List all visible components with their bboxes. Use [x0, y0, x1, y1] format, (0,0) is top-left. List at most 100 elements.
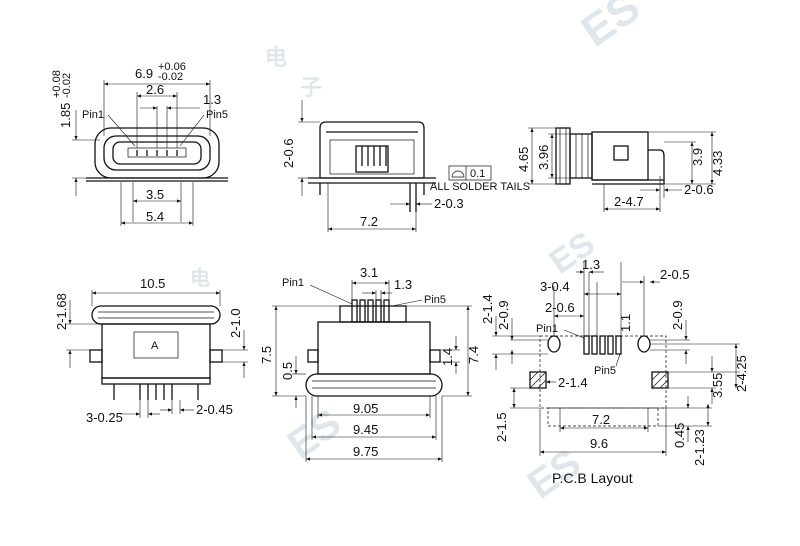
- pcb-left-c: 2-1.5: [494, 412, 509, 442]
- pcb-w-outer: 9.6: [590, 436, 608, 451]
- top-body: [317, 321, 431, 375]
- front-width-tol-lower: -0.02: [158, 71, 183, 83]
- pcb-hole-left: [547, 335, 561, 353]
- side-a-contact-block: [355, 145, 389, 173]
- solder-note: ALL SOLDER TAILS: [430, 181, 530, 193]
- bottom-marker: A: [151, 340, 159, 352]
- bottom-left: 2-1.68: [54, 293, 69, 330]
- side-b-gasket: [555, 127, 571, 185]
- side-b-right-outer: 4.33: [710, 151, 725, 176]
- top-pin5-label: Pin5: [424, 294, 446, 306]
- pcb-layout: 1.3 3-0.4 2-0.6 2-0.5 2-1.4 2-0.9 2-0.9 …: [480, 257, 749, 486]
- front-bottom-outer: 5.4: [146, 209, 164, 224]
- front-height-tol-lower: -0.02: [61, 73, 73, 98]
- front-width: 6.9: [135, 66, 153, 81]
- top-view: 3.1 1.3 Pin1 Pin5 7.5 0.5 7.4 1.4: [259, 265, 481, 462]
- watermark-char: 电: [265, 45, 287, 70]
- flatness-frame: [448, 165, 492, 181]
- front-pitch-outer: 2.6: [146, 82, 164, 97]
- watermark-brand: ES: [280, 401, 349, 468]
- side-b-outer-height: 4.65: [516, 147, 531, 172]
- bottom-pins-b-dim: 2-0.45: [196, 402, 233, 417]
- top-left-tab: [307, 349, 319, 363]
- side-a-body: [319, 121, 425, 179]
- side-a-window: [329, 139, 415, 175]
- top-height: 7.5: [259, 346, 274, 364]
- front-height-tol-upper: +0.08: [51, 70, 63, 98]
- side-b-right-inner: 3.9: [690, 148, 705, 166]
- top-pins: [351, 299, 390, 323]
- front-pitch-inner: 1.3: [203, 92, 221, 107]
- front-pin5-label: Pin5: [206, 109, 228, 121]
- front-pin1-label: Pin1: [82, 109, 104, 121]
- bottom-view: A 10.5 2-1.68 2-1.0 3-0.2: [54, 276, 248, 425]
- side-a-left: 2-0.6: [281, 138, 296, 168]
- top-pin1-label: Pin1: [282, 277, 304, 289]
- watermark-brand: ES: [573, 0, 649, 56]
- pcb-pin5-label: Pin5: [594, 365, 616, 377]
- top-pitch-b: 1.3: [394, 277, 412, 292]
- bottom-pins-dim: 3-0.25: [86, 410, 123, 425]
- top-lower: 0.5: [280, 362, 295, 380]
- side-b-ring: [569, 133, 593, 179]
- pcb-w-inner: 7.2: [592, 412, 610, 427]
- bottom-right-tab: [209, 349, 223, 363]
- bottom-top-ring: [91, 305, 221, 325]
- side-view-a: 2-0.6 0.1 ALL SOLDER TAILS 2-0.3 7.2: [281, 100, 530, 232]
- side-b-bottom: 2-4.7: [614, 194, 644, 209]
- side-b-latch: [613, 145, 629, 161]
- pcb-top-c: 2-0.6: [545, 300, 575, 315]
- pcb-edge-zone: [547, 407, 659, 427]
- top-ring: [305, 373, 443, 397]
- bottom-right: 2-1.0: [228, 308, 243, 338]
- pcb-caption: P.C.B Layout: [552, 470, 633, 486]
- watermark-char: 电: [190, 267, 210, 290]
- pcb-left-b: 2-0.9: [496, 300, 511, 330]
- side-a-pins: [361, 146, 387, 166]
- pcb-r1: 3.55: [710, 373, 725, 398]
- side-b-inner-height: 3.96: [536, 145, 551, 170]
- front-pins: [136, 150, 178, 156]
- bottom-base: [101, 377, 211, 385]
- pcb-signal-pads: [583, 335, 622, 355]
- top-right-tab: [429, 349, 441, 363]
- pcb-left-a: 2-1.4: [480, 294, 495, 324]
- pcb-b2: 2-1.23: [692, 429, 707, 466]
- pcb-b1: 0.45: [672, 423, 687, 448]
- top-w2: 9.45: [353, 422, 378, 437]
- side-a-tail: 2-0.3: [434, 196, 464, 211]
- front-height: 1.85: [58, 103, 73, 128]
- bottom-width: 10.5: [140, 276, 165, 291]
- pcb-top-d: 2-0.5: [660, 267, 690, 282]
- watermark-char: 子: [300, 75, 322, 100]
- top-mid: 1.4: [440, 348, 455, 366]
- pcb-right-a: 2-0.9: [670, 300, 685, 330]
- top-pitch-a: 3.1: [360, 265, 378, 280]
- top-w3: 9.75: [353, 444, 378, 459]
- flatness-value: 0.1: [470, 168, 485, 180]
- side-b-tail: [648, 149, 665, 184]
- watermark: ES 电 子 ES 电 ES ES: [190, 0, 649, 507]
- pcb-r2: 2-4.25: [734, 355, 749, 392]
- side-b-tail-dim: 2-0.6: [684, 182, 714, 197]
- front-bottom-inner: 3.5: [146, 187, 164, 202]
- pcb-hole-right: [637, 335, 651, 353]
- pcb-mid: 1.1: [618, 314, 633, 332]
- top-w1: 9.05: [353, 401, 378, 416]
- watermark-brand: ES: [543, 224, 602, 281]
- side-view-b: 4.65 3.96 4.33 3.9 2-0.6 2-4.7: [516, 127, 725, 212]
- pcb-top-a: 1.3: [582, 257, 600, 272]
- front-view: 6.9 +0.06 -0.02 2.6 1.3 Pin1 Pin5 1.85 +…: [51, 61, 228, 226]
- side-a-width: 7.2: [360, 214, 378, 229]
- flatness-symbol: [451, 170, 465, 178]
- bottom-center-block: [133, 331, 179, 359]
- side-b-body: [591, 131, 649, 181]
- bottom-pins: [113, 384, 199, 400]
- pcb-pad-dim: 2-1.4: [558, 375, 588, 390]
- front-width-tol-upper: +0.06: [158, 61, 186, 73]
- pcb-pin1-label: Pin1: [536, 323, 558, 335]
- pcb-top-b: 3-0.4: [540, 279, 570, 294]
- bottom-left-tab: [89, 349, 103, 363]
- top-height-b: 7.4: [466, 346, 481, 364]
